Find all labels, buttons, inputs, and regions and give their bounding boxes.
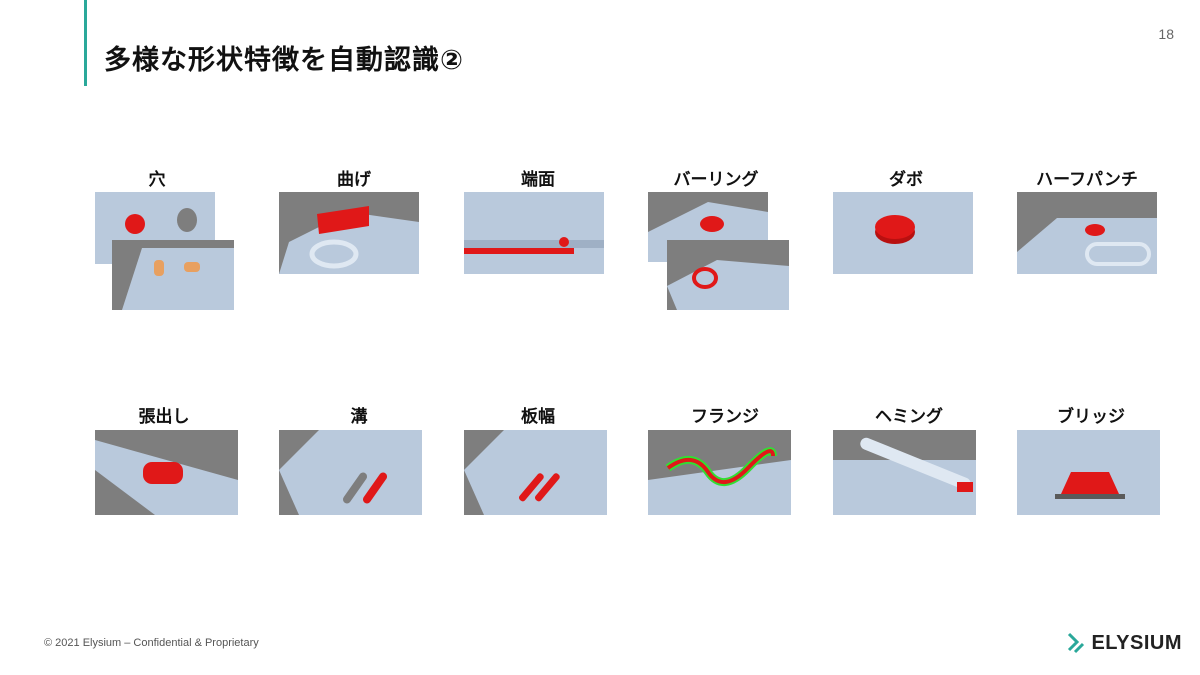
groove-icon [279,430,422,515]
edge-face-icon [464,192,604,274]
feature-label: 溝 [350,407,368,427]
feature-label: フランジ [691,407,759,427]
half-punch-icon [1017,192,1157,274]
dowel-icon [833,192,973,274]
emboss-icon [95,430,238,515]
page-number: 18 [1158,26,1174,42]
bend-icon [279,192,419,274]
hemming-icon [833,430,976,515]
bridge-icon [1017,430,1160,515]
flange-icon [648,430,791,515]
burring-detail-icon [667,240,789,310]
accent-bar [84,0,87,86]
feature-label: ダボ [889,170,923,190]
feature-label: 穴 [148,170,166,190]
feature-label: 板幅 [521,407,555,427]
feature-label: 端面 [521,170,555,190]
feature-label: ブリッジ [1057,407,1125,427]
feature-label: ヘミング [875,407,943,427]
plate-width-icon [464,430,607,515]
feature-label: 曲げ [337,170,371,190]
logo-mark-icon [1068,632,1085,654]
copyright-footer: © 2021 Elysium – Confidential & Propriet… [44,637,259,649]
elysium-logo: ELYSIUM [1065,630,1182,656]
hole-detail-icon [112,240,234,310]
feature-label: 張出し [138,407,190,427]
feature-label: ハーフパンチ [1036,170,1138,190]
slide-title: 多様な形状特徴を自動認識② [104,45,464,76]
feature-label: バーリング [673,170,759,190]
logo-text: ELYSIUM [1091,631,1182,654]
